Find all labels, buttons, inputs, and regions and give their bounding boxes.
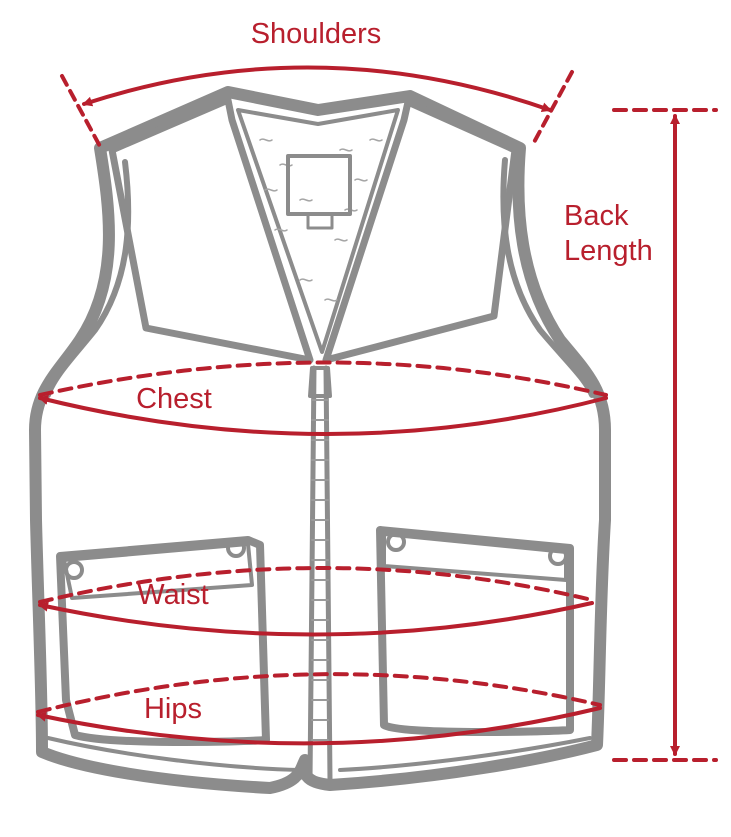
back-length-label-line1: Back xyxy=(564,200,629,232)
left-pocket-button-1 xyxy=(64,560,84,580)
hips-front-line xyxy=(36,706,602,746)
waist-back-dashed xyxy=(38,566,594,604)
waist-front-line xyxy=(38,601,594,637)
right-pocket-button-2 xyxy=(548,546,568,566)
left-pocket-flap xyxy=(62,542,254,600)
zipper-teeth xyxy=(311,399,329,741)
sherpa-lining xyxy=(236,108,400,354)
neck-label xyxy=(286,154,352,216)
left-pocket-button-2 xyxy=(226,538,246,558)
chest-front-line xyxy=(38,395,608,436)
left-armhole xyxy=(45,159,132,398)
right-lapel xyxy=(322,98,519,364)
vest-illustration xyxy=(29,86,611,794)
chest-label: Chest xyxy=(136,383,212,415)
shoulders-guide-left xyxy=(60,74,104,152)
shoulders-guide-right xyxy=(530,70,574,148)
vest-hem xyxy=(46,736,592,772)
waist-label: Waist xyxy=(137,579,208,611)
chest-back-dashed xyxy=(38,360,608,397)
measurements xyxy=(36,65,718,762)
neck-tag xyxy=(306,212,334,230)
right-pocket-button-1 xyxy=(386,532,406,552)
shoulders-label: Shoulders xyxy=(251,18,382,50)
right-pocket-flap xyxy=(382,532,568,582)
vest-outline xyxy=(29,86,611,794)
zipper-tape xyxy=(307,365,333,783)
hips-back-dashed xyxy=(36,672,602,714)
zipper-pull xyxy=(308,366,332,398)
shoulders-arrow xyxy=(82,65,552,113)
right-armhole xyxy=(500,157,595,398)
back-length-label-line2: Length xyxy=(564,235,653,267)
left-pocket xyxy=(56,536,270,747)
hips-label: Hips xyxy=(144,693,202,725)
